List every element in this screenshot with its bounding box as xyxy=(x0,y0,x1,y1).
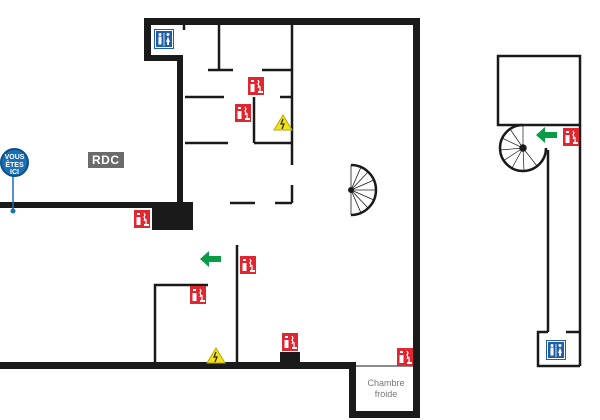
restroom-icon xyxy=(153,28,175,50)
fire-extinguisher-icon xyxy=(562,127,580,147)
you-are-here-line: ICI xyxy=(10,169,19,176)
fire-extinguisher-icon xyxy=(247,76,265,96)
interior-walls xyxy=(153,25,413,367)
annex-building xyxy=(496,54,582,368)
you-are-here-line: ÊTES xyxy=(5,161,24,169)
cold-room-label: Chambre froide xyxy=(356,378,416,400)
exterior-walls xyxy=(0,18,420,418)
fire-extinguisher-icon xyxy=(234,103,252,123)
restroom-icon xyxy=(545,339,567,361)
fire-extinguisher-icon xyxy=(281,332,299,352)
electrical-hazard-icon xyxy=(273,114,293,131)
cold-room-label-line: froide xyxy=(374,389,398,399)
cold-room-label-line: Chambre xyxy=(367,378,405,388)
exit-arrow-left-icon xyxy=(536,127,557,143)
spiral-staircase xyxy=(348,163,378,217)
fire-extinguisher-icon xyxy=(396,347,414,367)
electrical-hazard-icon xyxy=(206,347,226,364)
floor-label: RDC xyxy=(88,152,124,168)
you-are-here-marker: VOUS ÊTES ICI xyxy=(0,148,29,177)
fire-extinguisher-icon xyxy=(133,209,151,229)
exit-arrow-left-icon xyxy=(200,251,221,267)
you-are-here-line: VOUS xyxy=(4,154,25,161)
you-are-here-dot xyxy=(10,208,16,214)
fire-extinguisher-icon xyxy=(239,255,257,275)
fire-extinguisher-icon xyxy=(189,285,207,305)
